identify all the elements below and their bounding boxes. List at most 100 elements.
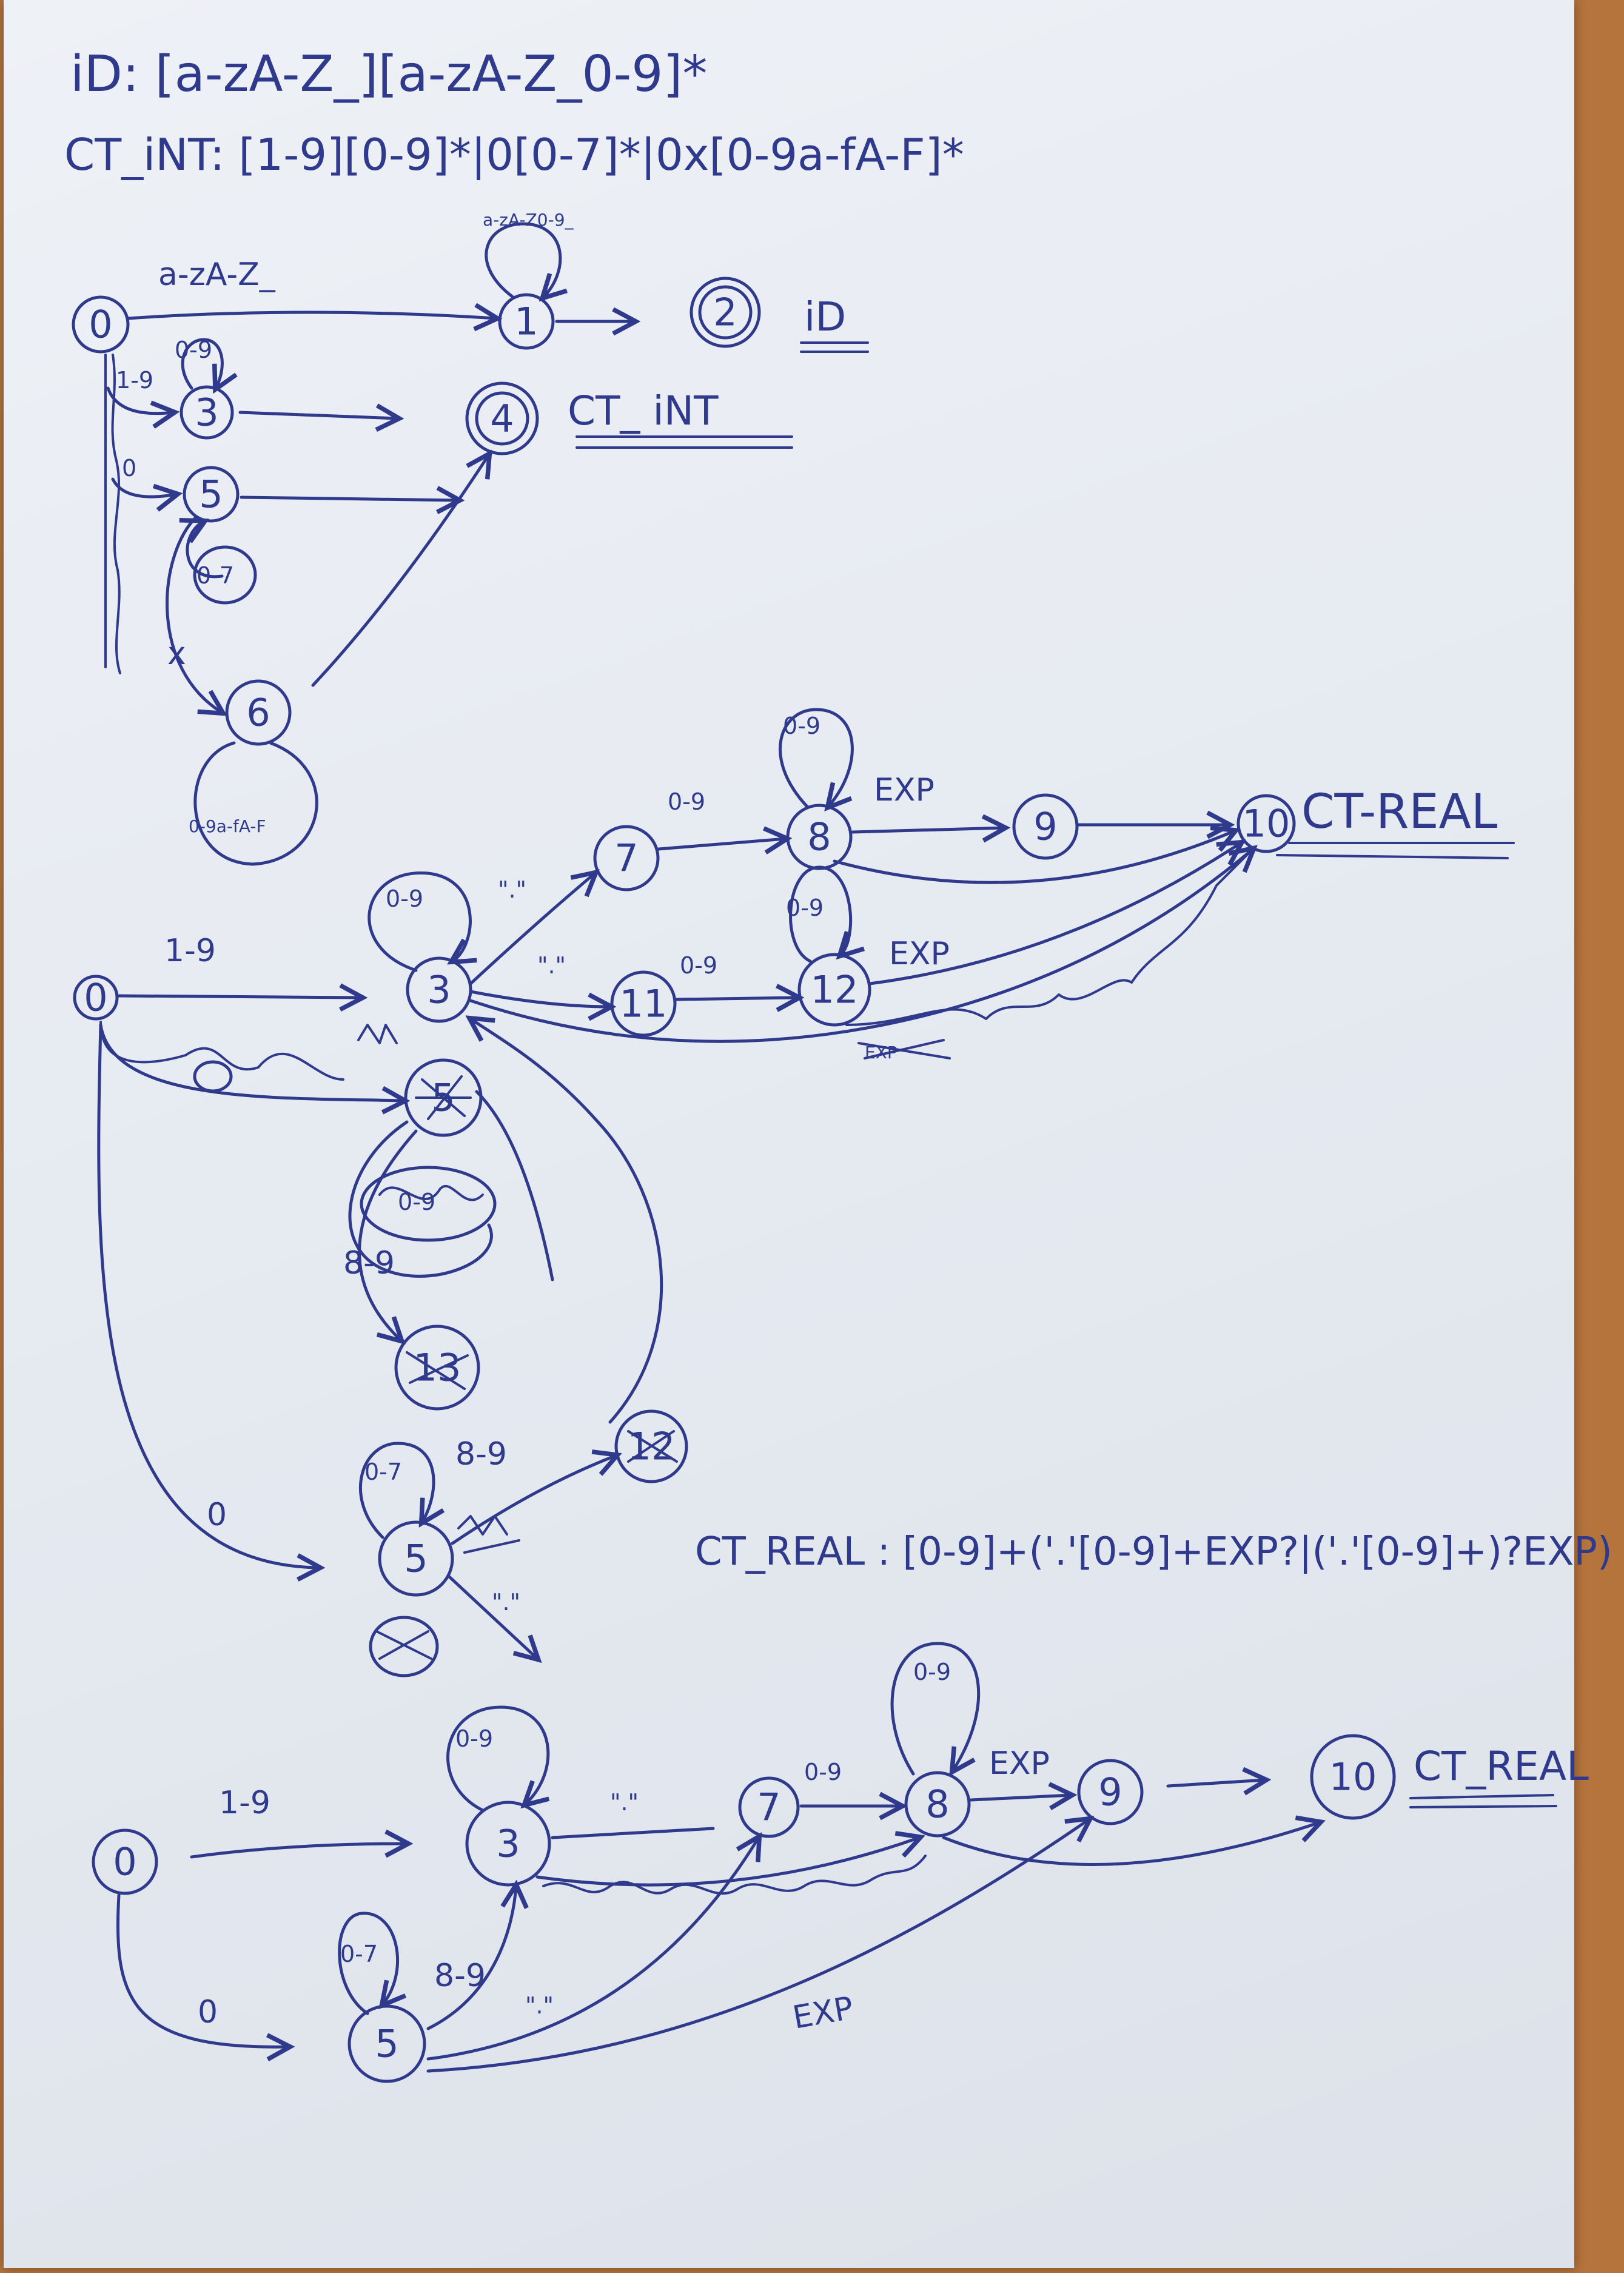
d2-scribble-0 bbox=[99, 1021, 344, 1081]
d3-edge-5-3 bbox=[426, 1886, 516, 2030]
d2-self-loop-5-scratch bbox=[378, 1184, 484, 1201]
d3-state-7 bbox=[738, 1776, 800, 1838]
d3-edge-8-9-label: EXP bbox=[989, 1745, 1050, 1782]
d3-edge-0-3-label: 1-9 bbox=[219, 1785, 270, 1821]
start-bar bbox=[104, 354, 121, 674]
d2-edge-8-9-label: EXP bbox=[874, 772, 934, 808]
d2-edge-0-5b bbox=[97, 1023, 319, 1568]
token-id: iD bbox=[804, 294, 846, 340]
d2-self-loop-5b bbox=[359, 1442, 434, 1539]
d2-edge-3-10 bbox=[469, 849, 1253, 1043]
d2-edge-5b-dot bbox=[448, 1575, 537, 1659]
d2-state-12-label: 12 bbox=[811, 968, 859, 1012]
d2-edge-3-7-label: "." bbox=[498, 876, 526, 903]
d2-edge-5-down bbox=[475, 1090, 554, 1281]
self-loop-5-label: 0-7 bbox=[196, 562, 234, 589]
d3-state-0-label: 0 bbox=[113, 1840, 136, 1884]
d2-edge-8-10 bbox=[833, 831, 1235, 884]
d2-state-9-label: 9 bbox=[1033, 805, 1057, 849]
d2-edge-5b-12b bbox=[451, 1455, 616, 1545]
state-2-final bbox=[690, 277, 761, 348]
d2-edge-0-5 bbox=[99, 1023, 404, 1101]
d2-edge-12-10 bbox=[868, 843, 1241, 985]
d2-self-loop-5-label: 0-9 bbox=[398, 1189, 435, 1215]
diagram-ctreal-draft: 0 3 7 8 9 10 11 12 5 13 12 5 1-9 0-9 bbox=[73, 708, 1515, 1677]
d2-edge-5-13-label: 8-9 bbox=[343, 1245, 395, 1281]
d3-wavy-3-8 bbox=[542, 1855, 927, 1895]
d2-scratched-state bbox=[369, 1616, 439, 1677]
d3-self-loop-5 bbox=[338, 1912, 398, 2015]
d2-edge-3-7 bbox=[469, 873, 595, 985]
d3-edge-0-5-label: 0 bbox=[198, 1994, 218, 2030]
edge-0-1 bbox=[126, 312, 496, 318]
d2-edge-3-11-label: "." bbox=[537, 952, 566, 979]
d2-self-loop-12 bbox=[789, 865, 851, 963]
paper-sheet: iD: [a-zA-Z_][a-zA-Z_0-9]* CT_iNT: [1-9]… bbox=[4, 0, 1612, 2268]
d3-self-loop-8-label: 0-9 bbox=[913, 1659, 951, 1685]
d2-scratched-state-mark bbox=[375, 1630, 432, 1660]
automaton-sketch: iD: [a-zA-Z_][a-zA-Z_0-9]* CT_iNT: [1-9]… bbox=[64, 45, 1612, 2083]
d3-edge-0-3 bbox=[190, 1844, 407, 1859]
d2-self-loop-12-label: 0-9 bbox=[786, 895, 824, 921]
d3-edge-3-8 bbox=[535, 1838, 919, 1887]
d3-edge-5-3-label: 8-9 bbox=[434, 1958, 486, 1994]
d3-edge-3-7-label: "." bbox=[610, 1789, 639, 1816]
d2-state-10-label: 10 bbox=[1243, 802, 1290, 846]
d2-state-8-label: 8 bbox=[807, 815, 831, 859]
d3-state-8-label: 8 bbox=[925, 1782, 949, 1827]
d2-state-13-label: 13 bbox=[414, 1346, 461, 1390]
d2-token-ct-real: CT-REAL bbox=[1301, 785, 1498, 839]
d2-edge-5b-12b-label: 8-9 bbox=[455, 1436, 507, 1472]
state-5 bbox=[183, 466, 240, 523]
d2-self-loop-8-label: 0-9 bbox=[783, 713, 820, 739]
state-4-inner bbox=[475, 391, 529, 446]
d2-scratch-near-3 bbox=[357, 1024, 398, 1044]
d2-state-12b-scratch bbox=[627, 1430, 678, 1463]
self-loop-3 bbox=[181, 338, 222, 388]
d3-edge-5-9 bbox=[426, 1819, 1089, 2073]
d2-edge-exp-scratch bbox=[857, 1039, 951, 1059]
d2-edge-7-8 bbox=[657, 839, 786, 849]
d2-state-12b bbox=[614, 1409, 688, 1483]
edge-5-6 bbox=[166, 517, 222, 713]
d3-state-10 bbox=[1310, 1734, 1396, 1820]
d2-edge-12-10-label: EXP bbox=[889, 936, 950, 972]
self-loop-1 bbox=[485, 222, 560, 297]
d2-self-loop-5-ring bbox=[360, 1166, 497, 1242]
d3-token-ct-real: CT_REAL bbox=[1414, 1743, 1589, 1790]
token-ct-int-underline bbox=[575, 435, 793, 449]
d2-edge-8-9 bbox=[851, 828, 1004, 832]
d3-edge-7-8-label: 0-9 bbox=[804, 1759, 842, 1785]
state-1-label: 1 bbox=[514, 300, 538, 344]
edge-5-6-label: x bbox=[167, 636, 186, 672]
d3-token-underline bbox=[1409, 1794, 1557, 1808]
d3-edge-8-9 bbox=[969, 1795, 1071, 1800]
d2-state-9 bbox=[1012, 793, 1079, 860]
state-2-label: 2 bbox=[713, 290, 737, 335]
edge-0-3-label: 1-9 bbox=[116, 367, 153, 394]
d2-state-7-label: 7 bbox=[614, 836, 638, 881]
state-3 bbox=[180, 385, 234, 440]
d2-state-5b bbox=[378, 1520, 454, 1597]
state-0 bbox=[72, 295, 130, 354]
d2-self-loop-5 bbox=[348, 1120, 493, 1278]
d3-state-9 bbox=[1077, 1759, 1144, 1825]
d2-self-loop-3-label: 0-9 bbox=[386, 885, 423, 912]
d2-state-13 bbox=[394, 1325, 480, 1411]
d3-edge-5-7 bbox=[426, 1838, 759, 2061]
d3-state-3-label: 3 bbox=[496, 1822, 520, 1866]
d2-edge-11-12-label: 0-9 bbox=[680, 952, 717, 979]
edge-6-4 bbox=[311, 455, 489, 687]
self-loop-3-label: 0-9 bbox=[175, 337, 212, 363]
ct-int-regex: CT_iNT: [1-9][0-9]*|0[0-7]*|0x[0-9a-fA-F… bbox=[64, 129, 964, 181]
d2-state-12b-label: 12 bbox=[628, 1425, 676, 1469]
token-id-underline bbox=[800, 341, 869, 353]
d2-edge-11-12 bbox=[674, 998, 798, 999]
d3-edge-9-10 bbox=[1166, 1780, 1265, 1786]
d2-state-11-label: 11 bbox=[620, 982, 668, 1026]
d3-state-7-label: 7 bbox=[757, 1785, 780, 1830]
d2-token-underline bbox=[1276, 842, 1515, 859]
d2-state-7 bbox=[593, 825, 660, 891]
d2-edge-3-11 bbox=[469, 990, 610, 1007]
d2-edge-0-3-label: 1-9 bbox=[164, 933, 216, 969]
